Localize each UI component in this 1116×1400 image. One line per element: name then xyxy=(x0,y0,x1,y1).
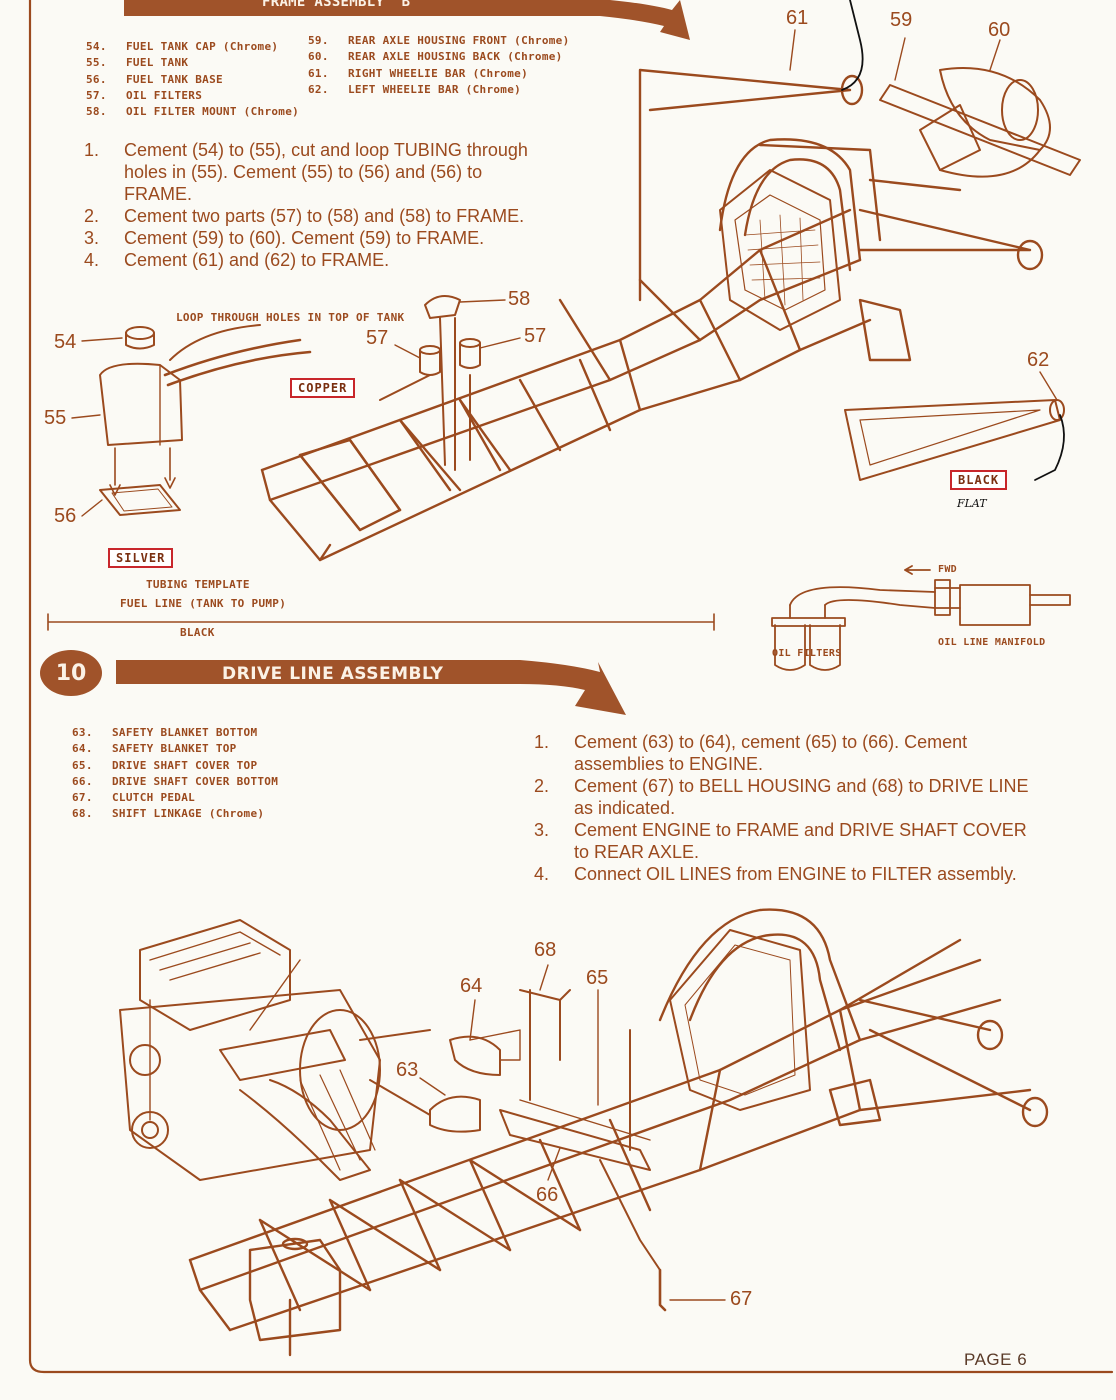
callout-56: 56 xyxy=(54,505,77,527)
part-row: 57.OIL FILTERS xyxy=(86,88,203,102)
oil-manifold-diagram xyxy=(771,565,1071,671)
section9-steps: 1.Cement (54) to (55), cut and loop TUBI… xyxy=(84,139,554,271)
leader-lines xyxy=(71,29,1058,1301)
section10-number-badge: 10 xyxy=(40,650,102,696)
part-row: 61.RIGHT WHEELIE BAR (Chrome) xyxy=(308,66,528,80)
callout-66: 66 xyxy=(536,1184,559,1206)
callout-58: 58 xyxy=(508,288,531,310)
part-row: 68.SHIFT LINKAGE (Chrome) xyxy=(72,807,265,821)
part-row: 60.REAR AXLE HOUSING BACK (Chrome) xyxy=(308,50,563,64)
frame-9 xyxy=(260,68,1044,562)
black-tag: BLACK xyxy=(950,470,1008,490)
loop-label: LOOP THROUGH HOLES IN TOP OF TANK xyxy=(176,311,405,324)
callout-57a: 57 xyxy=(366,327,389,349)
part-row: 65.DRIVE SHAFT COVER TOP xyxy=(72,758,258,772)
part-row: 59.REAR AXLE HOUSING FRONT (Chrome) xyxy=(308,34,570,47)
rear-axle-housing xyxy=(879,67,1081,178)
fuel-tank xyxy=(99,324,312,516)
callout-67: 67 xyxy=(730,1288,753,1310)
silver-tag: SILVER xyxy=(108,548,174,568)
section10-title: DRIVE LINE ASSEMBLY xyxy=(222,664,444,684)
part-row: 64.SAFETY BLANKET TOP xyxy=(72,742,237,756)
instruction-step: 4.Cement (61) and (62) to FRAME. xyxy=(84,250,390,270)
instruction-step: 3.Cement ENGINE to FRAME and DRIVE SHAFT… xyxy=(534,820,1027,862)
callout-64: 64 xyxy=(460,975,483,997)
section9-parts-left: 54.FUEL TANK CAP (Chrome) 55.FUEL TANK 5… xyxy=(86,40,299,121)
callout-60: 60 xyxy=(988,19,1011,41)
instruction-step: 2.Cement (67) to BELL HOUSING and (68) t… xyxy=(534,776,1029,818)
handwritten-note: FLAT xyxy=(957,497,987,510)
oil-manifold-label: OIL LINE MANIFOLD xyxy=(938,637,1046,648)
copper-tag: COPPER xyxy=(290,378,356,398)
part-row: 62.LEFT WHEELIE BAR (Chrome) xyxy=(308,82,522,96)
template-color-label: BLACK xyxy=(180,626,215,639)
callout-65: 65 xyxy=(586,967,609,989)
instruction-step: 3.Cement (59) to (60). Cement (59) to FR… xyxy=(84,228,485,248)
section9-parts-right: 59.REAR AXLE HOUSING FRONT (Chrome) 60.R… xyxy=(308,34,570,99)
section9-arrow xyxy=(124,0,690,40)
engine xyxy=(119,919,381,1181)
callout-54: 54 xyxy=(54,331,77,353)
wheelie-bar-62 xyxy=(844,399,1065,481)
wheelie-wire-61 xyxy=(841,0,864,91)
part-row: 63.SAFETY BLANKET BOTTOM xyxy=(72,726,258,739)
part-row: 55.FUEL TANK xyxy=(86,56,189,70)
template-label-1: TUBING TEMPLATE xyxy=(146,578,250,591)
part-row: 67.CLUTCH PEDAL xyxy=(72,791,196,805)
section10-parts: 63.SAFETY BLANKET BOTTOM 64.SAFETY BLANK… xyxy=(72,726,278,824)
section10-steps: 1.Cement (63) to (64), cement (65) to (6… xyxy=(534,731,1034,885)
page-border-line xyxy=(28,0,1114,1374)
part-row: 58.OIL FILTER MOUNT (Chrome) xyxy=(86,105,300,119)
template-label-2: FUEL LINE (TANK TO PUMP) xyxy=(120,597,287,610)
oil-filters-label: OIL FILTERS xyxy=(772,648,842,659)
callout-55: 55 xyxy=(44,407,67,429)
instruction-step: 4.Connect OIL LINES from ENGINE to FILTE… xyxy=(534,864,1017,884)
part-row: 56.FUEL TANK BASE xyxy=(86,72,223,86)
callout-57b: 57 xyxy=(524,325,547,347)
section9-title: FRAME ASSEMBLY "B" xyxy=(262,0,420,10)
callout-63: 63 xyxy=(396,1059,419,1081)
callout-68: 68 xyxy=(534,939,557,961)
callout-62: 62 xyxy=(1027,349,1050,371)
oil-filter-parts xyxy=(379,295,481,471)
section10-title-band: DRIVE LINE ASSEMBLY xyxy=(116,662,536,684)
part-row: 66.DRIVE SHAFT COVER BOTTOM xyxy=(72,774,279,788)
callout-61: 61 xyxy=(786,7,809,29)
wheelie-bar-wire xyxy=(1034,414,1065,481)
page-number: PAGE 6 xyxy=(964,1350,1028,1369)
section10-arrow xyxy=(116,660,626,715)
callout-59: 59 xyxy=(890,9,913,31)
instruction-step: 2.Cement two parts (57) to (58) and (58)… xyxy=(84,206,525,226)
part-row: 54.FUEL TANK CAP (Chrome) xyxy=(86,40,279,53)
instruction-step: 1.Cement (54) to (55), cut and loop TUBI… xyxy=(84,140,528,204)
frame-10 xyxy=(188,908,1049,1357)
drive-line-parts xyxy=(359,989,667,1312)
instruction-step: 1.Cement (63) to (64), cement (65) to (6… xyxy=(534,732,968,774)
fwd-label: FWD xyxy=(938,564,957,575)
tubing-template-line xyxy=(47,613,715,631)
